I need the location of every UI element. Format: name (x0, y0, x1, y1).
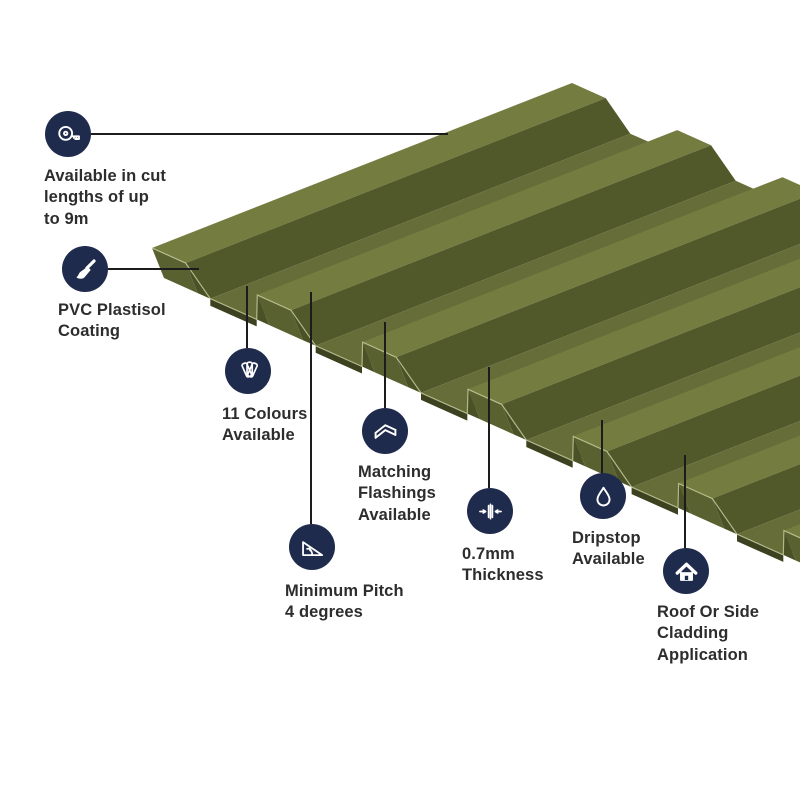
leader-line (91, 133, 448, 135)
colour-fan-icon (225, 348, 271, 394)
thickness-arrows-icon (467, 488, 513, 534)
feature-label-thickness: 0.7mm Thickness (462, 545, 544, 585)
leader-line (488, 367, 490, 488)
leader-line (384, 322, 386, 408)
leader-line (684, 455, 686, 548)
leader-line (310, 292, 312, 524)
leader-line (246, 286, 248, 348)
leader-line (108, 268, 199, 270)
paint-brush-icon (62, 246, 108, 292)
feature-label-pvc-coating: PVC Plastisol Coating (58, 301, 166, 341)
feature-label-dripstop: Dripstop Available (572, 529, 645, 569)
feature-label-flashings: Matching Flashings Available (358, 463, 436, 524)
tape-measure-icon (45, 111, 91, 157)
house-icon (663, 548, 709, 594)
feature-label-cut-lengths: Available in cut lengths of up to 9m (44, 167, 167, 228)
pitch-angle-icon (289, 524, 335, 570)
feature-label-pitch: Minimum Pitch 4 degrees (285, 582, 404, 622)
feature-label-colours: 11 Colours Available (222, 405, 308, 445)
feature-label-cladding: Roof Or Side Cladding Application (657, 603, 760, 664)
flashing-icon (362, 408, 408, 454)
leader-line (601, 420, 603, 473)
water-drop-icon (580, 473, 626, 519)
